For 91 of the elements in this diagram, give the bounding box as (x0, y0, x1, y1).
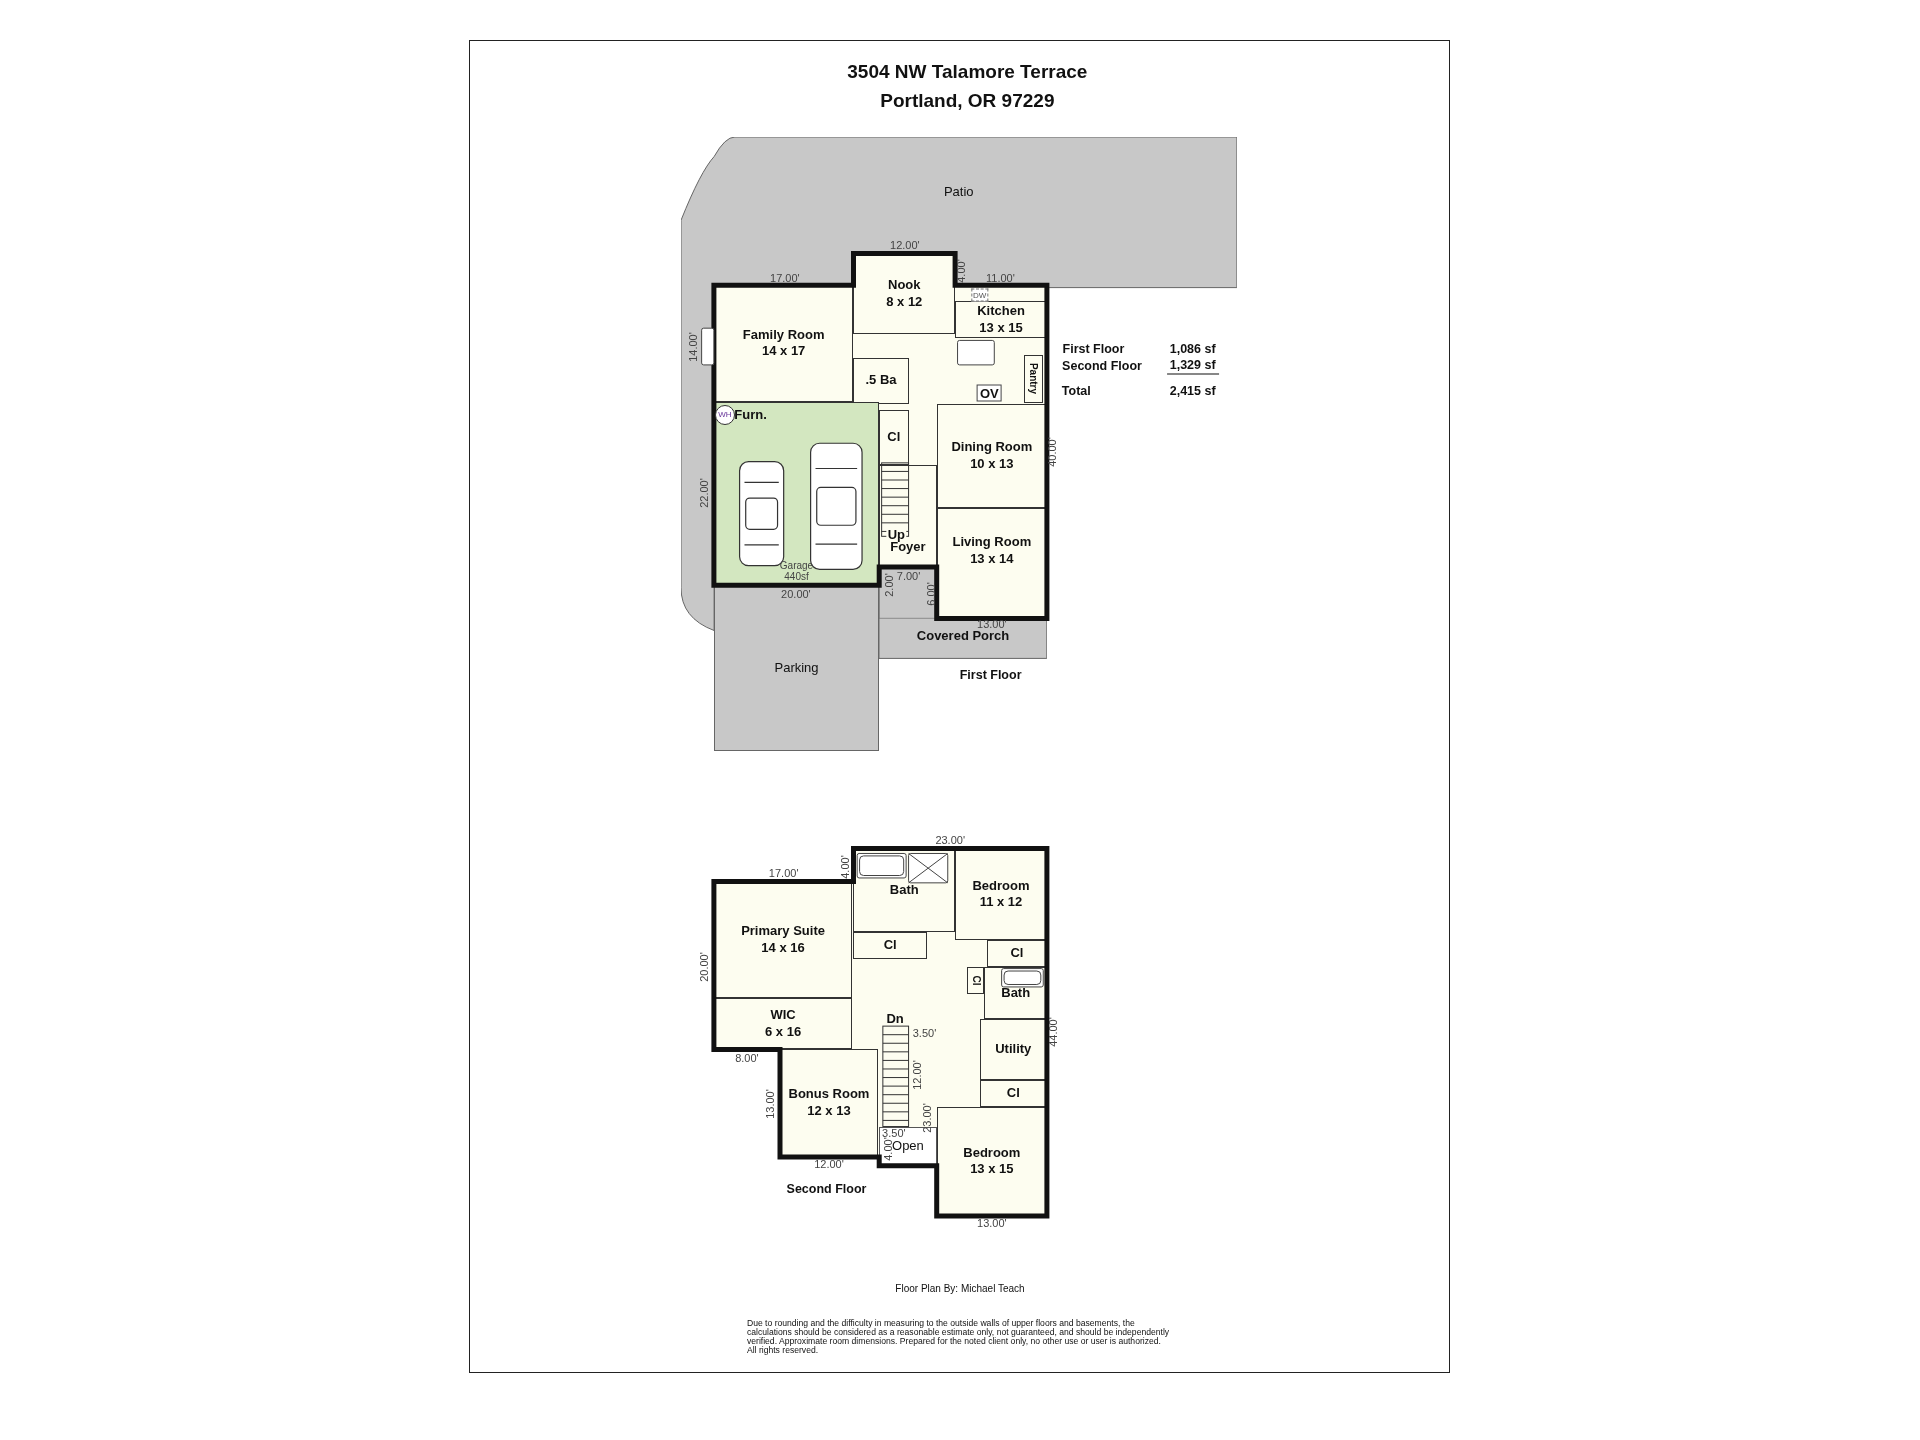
dimension-label: 2.00' (882, 573, 895, 598)
dimension-label: 12.00' (911, 1060, 924, 1090)
room-area (713, 881, 853, 998)
room-size: 10 x 13 (970, 456, 1014, 473)
room-name: Living Room (952, 533, 1032, 551)
dimension-label: 23.00' (920, 1103, 933, 1133)
dimension-label: 12.00' (890, 238, 920, 251)
fixture-label: Dn (886, 1010, 904, 1026)
room-size: 14 x 16 (761, 939, 805, 957)
room-name: Bonus Room (788, 1086, 870, 1104)
room-area (780, 1049, 878, 1158)
room-name: Open (892, 1137, 924, 1154)
room-area (853, 931, 927, 959)
room-name: Kitchen (977, 302, 1025, 320)
room-size: 13 x 15 (979, 319, 1023, 337)
floor-label: Second Floor (786, 1181, 867, 1196)
room-area (955, 301, 1047, 338)
room-area (713, 997, 853, 1050)
dimension-label: 40.00' (1045, 437, 1058, 467)
dimension-label: 3.50' (912, 1027, 937, 1040)
fixture-label: Furn. (734, 406, 767, 422)
room-name: WIC (770, 1006, 796, 1024)
room-size: 14 x 17 (761, 343, 806, 361)
room-name: Cl (1010, 945, 1024, 963)
room-name: Utility (995, 1040, 1032, 1058)
room-size: 11 x 12 (979, 894, 1023, 912)
area-table-text: 1,329 sf (1166, 357, 1219, 375)
room-area (979, 1080, 1047, 1107)
room-name: Garage 440sf (778, 559, 815, 582)
dimension-label: 22.00' (698, 478, 711, 509)
floor-label: First Floor (959, 667, 1022, 682)
room-name: Cl (969, 975, 983, 986)
area-table-text: 1,086 sf (1169, 341, 1216, 356)
dimension-label: 11.00' (986, 271, 1015, 284)
room-name: Dining Room (951, 439, 1033, 457)
dimension-label: 4.00' (955, 258, 968, 283)
dimension-label: 13.00' (977, 1217, 1007, 1230)
room-size: 12 x 13 (807, 1103, 851, 1121)
dimension-label: 4.00' (881, 1136, 894, 1161)
room-name: Covered Porch (916, 628, 1010, 646)
room-name: Primary Suite (741, 922, 825, 940)
dimension-label: 4.00' (838, 855, 851, 879)
room-area (853, 357, 909, 405)
room-name: Bedroom (963, 1144, 1021, 1162)
room-area (1023, 355, 1044, 403)
dimension-label: 14.00' (687, 331, 700, 362)
dimension-label: 8.00' (735, 1051, 759, 1064)
room-name: Parking (774, 659, 819, 677)
dimension-label: 6.00' (924, 582, 937, 606)
dimension-label: 44.00' (1047, 1017, 1060, 1048)
room-name: .5 Ba (865, 372, 897, 390)
dimension-label: 13.00' (977, 618, 1007, 631)
dimension-label: 13.00' (764, 1089, 777, 1120)
room-size: 13 x 14 (970, 550, 1014, 568)
room-area (713, 285, 854, 402)
area-table-text: First Floor (1062, 341, 1125, 356)
room-area (879, 410, 909, 466)
dimension-label: 23.00' (935, 834, 965, 846)
area-table-text: 2,415 sf (1169, 383, 1216, 398)
dimension-label: 7.00' (896, 569, 921, 582)
room-name: Nook (888, 277, 921, 294)
room-size: 6 x 16 (764, 1023, 802, 1041)
room-name: Pantry (1026, 363, 1040, 395)
room-name: Bedroom (972, 877, 1030, 895)
room-area (936, 404, 1047, 509)
title: 3504 NW Talamore Terrace Portland, OR 97229 (846, 59, 1089, 113)
room-name: Cl (887, 429, 901, 447)
dimension-label: 17.00' (768, 867, 799, 880)
room-area (955, 848, 1047, 941)
area-table-text: Second Floor (1062, 359, 1142, 374)
dimension-label: 17.00' (770, 271, 800, 284)
room-area (986, 940, 1047, 968)
credit-text: Floor Plan By: Michael Teach (895, 1282, 1025, 1294)
room-area (979, 1018, 1047, 1080)
oven-label: OV (977, 384, 1002, 402)
parking-area (713, 585, 880, 751)
room-name: Family Room (742, 326, 825, 344)
room-size: 8 x 12 (886, 293, 923, 311)
patio-area (680, 137, 1237, 631)
room-name: Bath (1001, 984, 1031, 1002)
room-size: 13 x 15 (970, 1161, 1014, 1179)
room-name: Patio (943, 183, 974, 201)
room-area (967, 967, 985, 995)
disclaimer-text: Due to rounding and the difficulty in measuring to the outside walls of upper floors and basements, the calculations should be considered as a reasonable estimate only, not guaranteed, and should be independently verified. Approximate room dimensions. Prepared for the noted client only, no other use or user is authorized. All rights reserved. (746, 1318, 1170, 1355)
dimension-label: 12.00' (814, 1158, 844, 1171)
dimension-label: 20.00' (781, 587, 811, 600)
room-name: Bath (889, 881, 919, 899)
room-name: Cl (883, 936, 897, 954)
room-name: Cl (1006, 1085, 1020, 1102)
area-table-text: Total (1061, 383, 1091, 398)
dimension-label: 20.00' (698, 952, 711, 983)
